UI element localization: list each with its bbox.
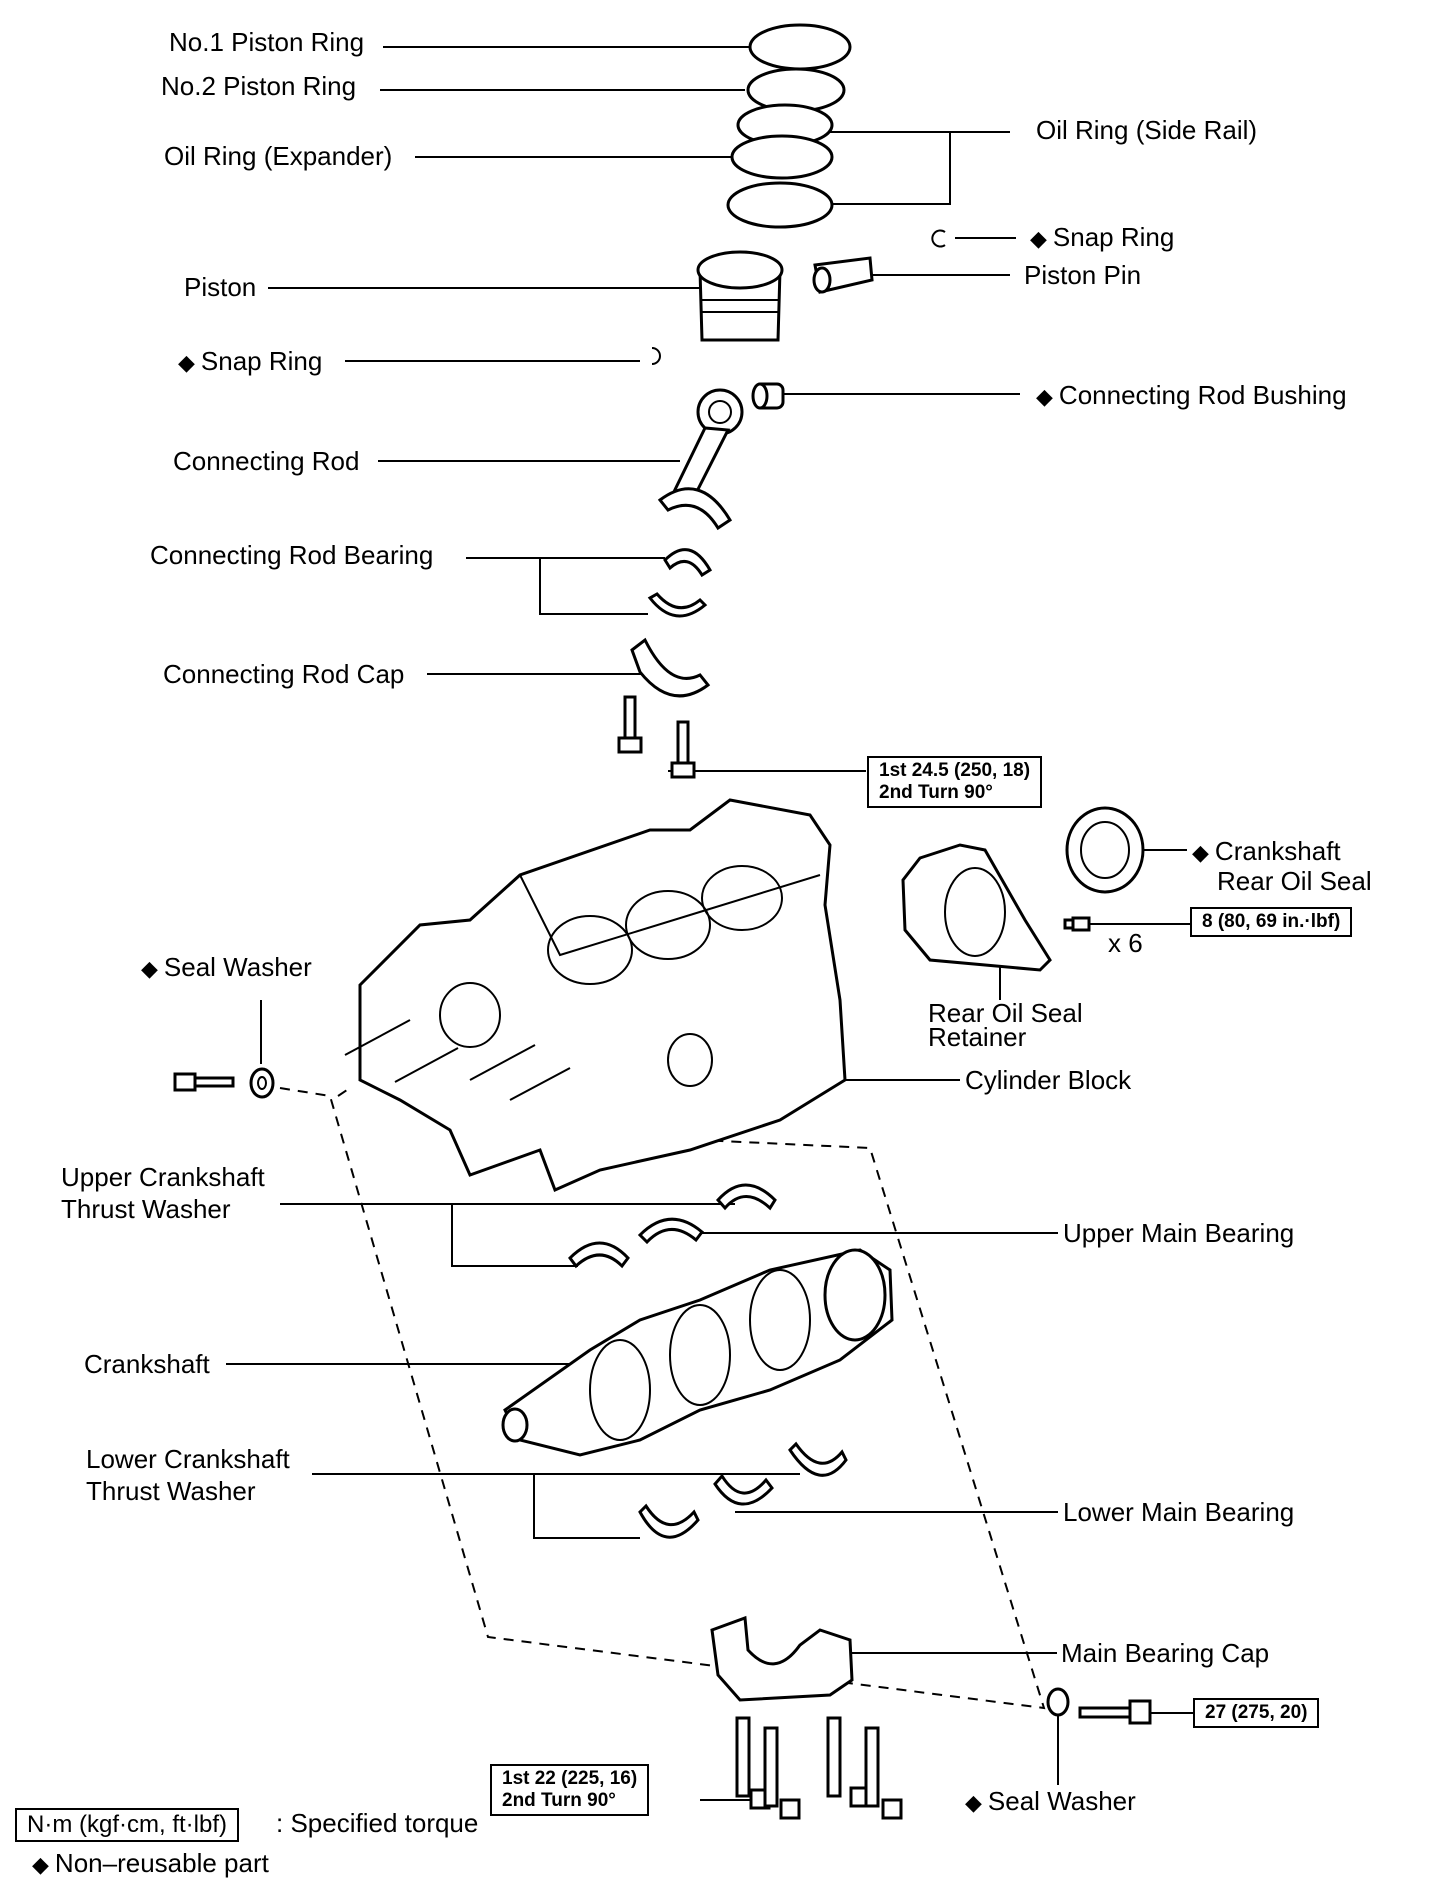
non-reusable-marker: ◆ (965, 1790, 982, 1815)
label-piston: Piston (184, 272, 257, 302)
label-no2-piston-ring: No.2 Piston Ring (161, 71, 357, 101)
seal-washer-upper (249, 1067, 275, 1099)
upper-crankshaft-thrust-washer-a (715, 1183, 777, 1211)
leader-lines (226, 46, 1193, 1801)
torque-spec-retainer: 8 (80, 69 in.·lbf) (1190, 907, 1353, 937)
label-rear-oil-seal-retainer: Rear Oil Seal (928, 998, 1083, 1028)
label-rear-oil-seal: Rear Oil Seal (1217, 866, 1372, 896)
label-retainer: Retainer (928, 1022, 1027, 1052)
crankshaft-rear-oil-seal (1065, 806, 1145, 894)
label-lower-thrust-washer: Lower Crankshaft (86, 1444, 290, 1474)
label-seal-washer-lower: ◆Seal Washer (965, 1786, 1136, 1816)
label-oil-ring-expander: Oil Ring (Expander) (164, 141, 393, 171)
torque-spec-main-cap: 1st 22 (225, 16) 2nd Turn 90° (490, 1764, 650, 1816)
non-reusable-marker: ◆ (1036, 384, 1053, 409)
lower-crankshaft-thrust-washer-b (638, 1503, 700, 1539)
non-reusable-marker: ◆ (178, 350, 195, 375)
piston (696, 250, 784, 342)
label-connecting-rod-cap: Connecting Rod Cap (163, 659, 405, 689)
label-seal-washer-upper: ◆Seal Washer (141, 952, 312, 982)
label-main-bearing-cap: Main Bearing Cap (1061, 1638, 1270, 1668)
side-bolt-upper (173, 1072, 235, 1092)
main-bearing-cap-bolts (735, 1716, 903, 1820)
legend-torque-unit-box: N·m (kgf·cm, ft·lbf) (15, 1808, 239, 1842)
label-snap-ring-right: ◆Snap Ring (1030, 222, 1175, 252)
label-crankshaft-rear-oil-seal: ◆Crankshaft (1192, 836, 1341, 866)
label-connecting-rod-bearing: Connecting Rod Bearing (150, 540, 434, 570)
upper-main-bearing (637, 1217, 705, 1245)
legend-non-reusable: ◆Non–reusable part (32, 1848, 269, 1878)
lower-crankshaft-thrust-washer-a (788, 1441, 848, 1477)
piston-rings (726, 23, 852, 229)
connecting-rod-bearing-lower (647, 592, 708, 618)
label-no1-piston-ring: No.1 Piston Ring (169, 27, 365, 57)
connecting-rod (657, 388, 744, 531)
upper-crankshaft-thrust-washer-b (568, 1241, 630, 1269)
label-bolt-count: x 6 (1108, 928, 1143, 958)
connecting-rod-bearing-upper (663, 548, 713, 578)
label-crankshaft: Crankshaft (84, 1349, 210, 1379)
torque-spec-rod-cap: 1st 24.5 (250, 18) 2nd Turn 90° (867, 756, 1043, 808)
label-upper-thrust-washer: Upper Crankshaft (61, 1162, 265, 1192)
connecting-rod-cap (630, 637, 711, 698)
dashed-assembly-outline (279, 1087, 1046, 1710)
label-connecting-rod: Connecting Rod (173, 446, 360, 476)
label-upper-main-bearing: Upper Main Bearing (1063, 1218, 1295, 1248)
label-cylinder-block: Cylinder Block (965, 1065, 1132, 1095)
label-lower-thrust-washer-2: Thrust Washer (86, 1476, 256, 1506)
cylinder-block (344, 798, 847, 1193)
connecting-rod-bolts (617, 695, 696, 779)
piston-pin (812, 256, 874, 294)
non-reusable-marker: ◆ (1030, 226, 1047, 251)
lower-main-bearing (713, 1473, 774, 1506)
non-reusable-marker: ◆ (1192, 840, 1209, 865)
snap-ring-right (931, 229, 946, 248)
connecting-rod-bushing (751, 382, 785, 410)
label-oil-ring-side-rail: Oil Ring (Side Rail) (1036, 115, 1258, 145)
side-bolt-lower (1078, 1699, 1152, 1725)
torque-spec-side-bolt: 27 (275, 20) (1193, 1698, 1320, 1728)
label-upper-thrust-washer-2: Thrust Washer (61, 1194, 231, 1224)
crankshaft (501, 1248, 894, 1457)
seal-washer-lower (1046, 1687, 1070, 1717)
retainer-bolt (1063, 916, 1091, 932)
legend-torque-desc: : Specified torque (276, 1808, 479, 1838)
label-connecting-rod-bushing: ◆Connecting Rod Bushing (1036, 380, 1347, 410)
snap-ring-left (651, 347, 661, 365)
non-reusable-marker: ◆ (141, 956, 158, 981)
label-piston-pin: Piston Pin (1024, 260, 1142, 290)
main-bearing-cap (710, 1615, 854, 1702)
label-lower-main-bearing: Lower Main Bearing (1063, 1497, 1295, 1527)
non-reusable-marker: ◆ (32, 1852, 49, 1877)
label-snap-ring-left: ◆Snap Ring (178, 346, 323, 376)
rear-oil-seal-retainer (901, 843, 1052, 972)
